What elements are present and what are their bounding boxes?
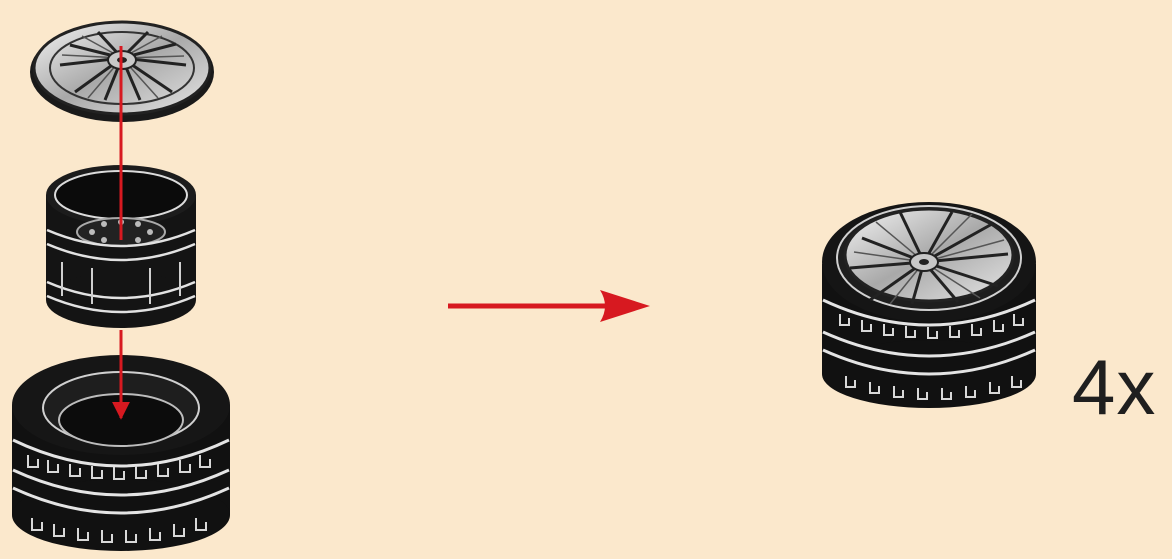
wheel-icon <box>822 202 1036 408</box>
quantity-label: 4x <box>1072 348 1156 426</box>
result-arrow <box>448 290 650 322</box>
